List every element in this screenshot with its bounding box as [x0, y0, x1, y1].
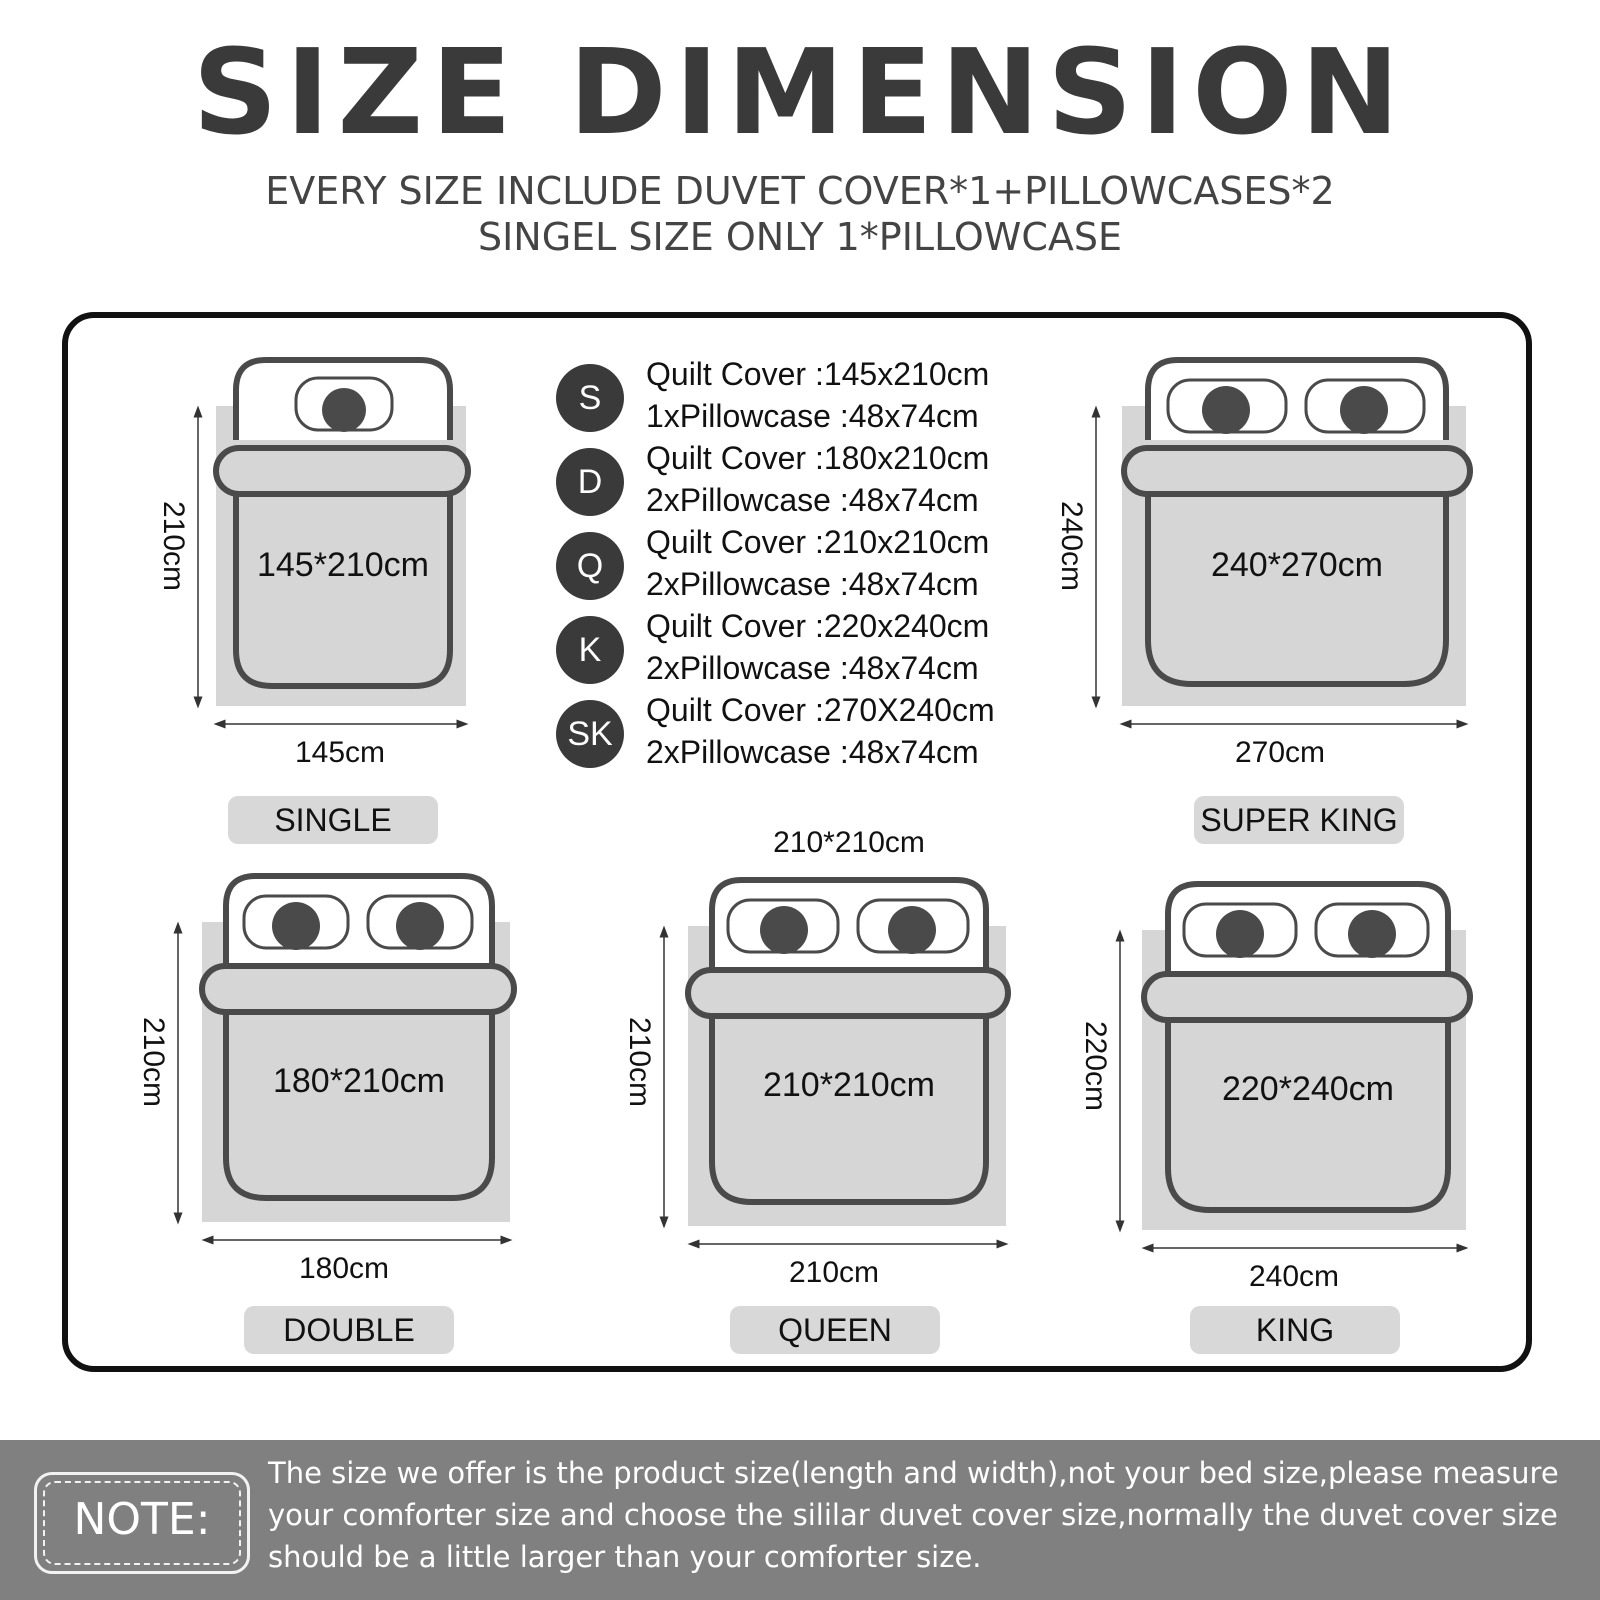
double-size-text: 180*210cm — [272, 1062, 445, 1100]
single-size-note-line: SINGEL SIZE ONLY 1*PILLOWCASE — [477, 215, 1123, 259]
double-mattress — [223, 992, 495, 1201]
single-bed-diagram — [193, 357, 471, 729]
note-badge: NOTE: — [34, 1472, 250, 1574]
super-king-head-right-icon — [1340, 386, 1388, 434]
super-king-mattress — [1145, 474, 1449, 687]
single-mattress — [233, 470, 453, 689]
size-chart-frame — [62, 312, 1532, 1372]
double-fold — [199, 963, 517, 1015]
super-king-height-label: 240cm — [1055, 500, 1088, 592]
queen-fold — [685, 967, 1011, 1019]
super-king-bed-diagram — [1091, 357, 1473, 729]
note-bar: NOTE: The size we offer is the product s… — [0, 1440, 1600, 1600]
super-king-width-label: 270cm — [1234, 736, 1326, 769]
super-king-head-left-icon — [1202, 386, 1250, 434]
bed-diagrams — [173, 357, 1473, 1253]
queen-size-label: QUEEN — [730, 1306, 940, 1354]
double-head-left-icon — [272, 902, 320, 950]
queen-size-text: 210*210cm — [762, 1066, 935, 1104]
legend-pillowcase: 2xPillowcase :48x74cm — [646, 650, 979, 686]
legend-pillowcase: 2xPillowcase :48x74cm — [646, 482, 979, 518]
queen-height-label: 210cm — [623, 1016, 656, 1108]
king-head-right-icon — [1348, 910, 1396, 958]
single-head-icon — [322, 388, 366, 432]
double-size-label: DOUBLE — [244, 1306, 454, 1354]
double-height-label: 210cm — [137, 1016, 170, 1108]
legend-quilt-cover: Quilt Cover :270X240cm — [646, 692, 995, 728]
legend-quilt-cover: Quilt Cover :220x240cm — [646, 608, 990, 644]
legend-pillowcase: 1xPillowcase :48x74cm — [646, 398, 979, 434]
king-fold — [1141, 971, 1473, 1023]
legend-pillowcase: 2xPillowcase :48x74cm — [646, 734, 979, 770]
queen-width-label: 210cm — [788, 1256, 880, 1289]
legend-badge-d: D — [556, 448, 624, 516]
single-size-label: SINGLE — [228, 796, 438, 844]
note-badge-dashed-border — [43, 1481, 241, 1565]
legend-badge-k: K — [556, 616, 624, 684]
king-width-label: 240cm — [1248, 1260, 1340, 1293]
legend-badge-s: S — [556, 364, 624, 432]
queen-head-left-icon — [760, 906, 808, 954]
note-text: The size we offer is the product size(le… — [268, 1456, 1559, 1574]
king-size-label: KING — [1190, 1306, 1400, 1354]
legend-quilt-cover: Quilt Cover :210x210cm — [646, 524, 990, 560]
king-bed-diagram — [1115, 881, 1473, 1253]
super-king-size-text: 240*270cm — [1210, 546, 1383, 584]
legend-quilt-cover: Quilt Cover :180x210cm — [646, 440, 990, 476]
single-width-label: 145cm — [294, 736, 386, 769]
double-bed-diagram — [173, 873, 517, 1245]
double-head-right-icon — [396, 902, 444, 950]
super-king-size-label: SUPER KING — [1194, 796, 1404, 844]
legend-badge-q: Q — [556, 532, 624, 600]
single-height-label: 210cm — [157, 500, 190, 592]
page-title: SIZE DIMENSION — [192, 23, 1408, 161]
single-size-text: 145*210cm — [256, 546, 429, 584]
queen-mattress — [709, 996, 989, 1205]
king-height-label: 220cm — [1079, 1020, 1112, 1112]
queen-top-size-text: 210*210cm — [773, 826, 925, 859]
legend-quilt-cover: Quilt Cover :145x210cm — [646, 356, 990, 392]
double-width-label: 180cm — [298, 1252, 390, 1285]
super-king-fold — [1121, 445, 1473, 497]
legend-pillowcase: 2xPillowcase :48x74cm — [646, 566, 979, 602]
king-mattress — [1165, 1000, 1451, 1213]
note-label: NOTE: — [73, 1494, 211, 1545]
queen-bed-diagram — [659, 877, 1011, 1249]
queen-head-right-icon — [888, 906, 936, 954]
legend-badge-sk: SK — [556, 700, 624, 768]
king-size-text: 220*240cm — [1221, 1070, 1394, 1108]
included-items-line: EVERY SIZE INCLUDE DUVET COVER*1+PILLOWC… — [265, 169, 1335, 213]
king-head-left-icon — [1216, 910, 1264, 958]
single-fold — [213, 445, 471, 497]
